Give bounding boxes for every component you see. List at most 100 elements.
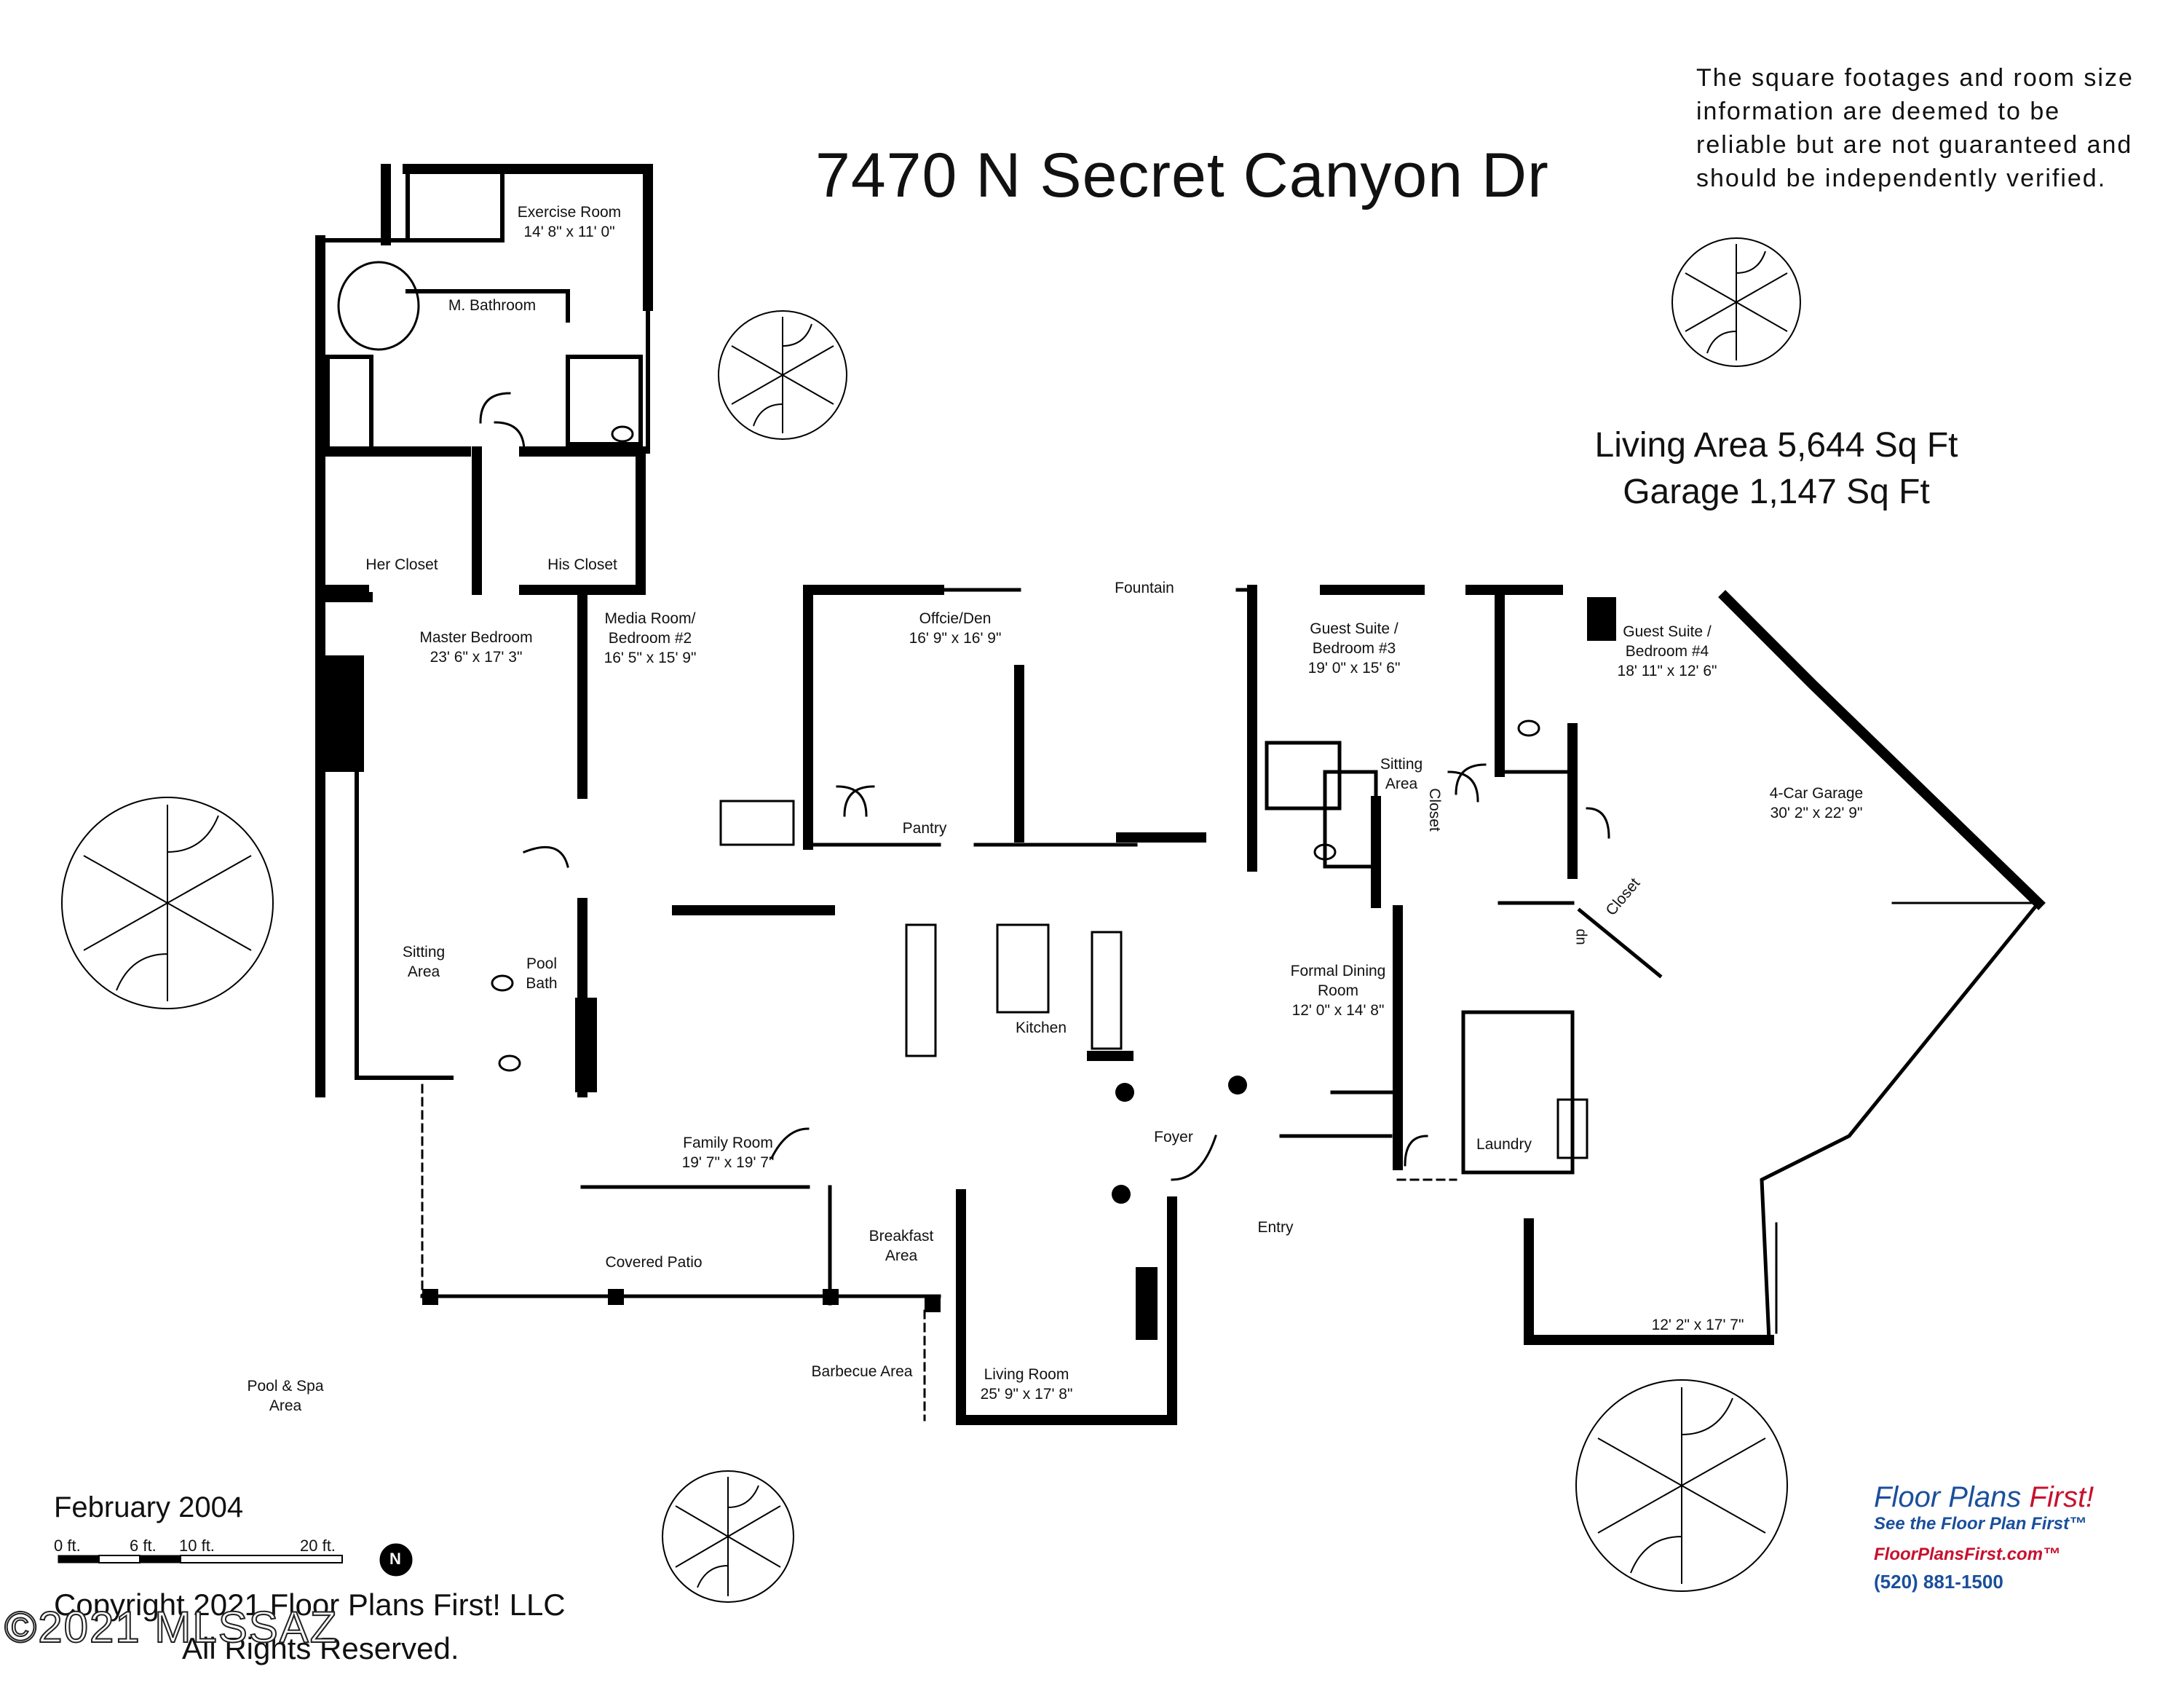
scale-bar	[58, 1543, 413, 1577]
room-label-line: 25' 9" x 17' 8"	[980, 1386, 1073, 1403]
brand-phone: (520) 881-1500	[1874, 1571, 2003, 1593]
room-label-line: Bath	[526, 975, 558, 992]
stairs-up-label: up	[1572, 928, 1588, 945]
room-label-line: Fountain	[1115, 580, 1174, 596]
copyright-line-2: All Rights Reserved.	[182, 1631, 459, 1665]
room-label-guest4: Guest Suite / Bedroom #4 18' 11" x 12' 6"	[1618, 622, 1717, 681]
room-label-exercise: Exercise Room 14' 8" x 11' 0"	[518, 202, 621, 242]
north-arrow-icon: N	[389, 1550, 401, 1568]
room-label-line: Exercise Room	[517, 204, 622, 221]
plan-date: February 2004	[54, 1491, 244, 1523]
brand-url: FloorPlansFirst.com™	[1874, 1545, 2061, 1564]
room-label-line: Pantry	[902, 820, 947, 837]
room-label-line: 18' 11" x 12' 6"	[1617, 663, 1717, 679]
room-label-patio: Covered Patio	[605, 1253, 702, 1272]
copyright-line-1: Copyright 2021 Floor Plans First! LLC	[54, 1588, 566, 1622]
room-label-hiscloset: His Closet	[547, 555, 617, 575]
room-label-line: Sitting	[402, 944, 446, 961]
room-label-line: Pool	[526, 955, 558, 972]
thin-walls	[318, 167, 650, 1080]
room-label-laundry: Laundry	[1476, 1135, 1532, 1154]
room-label-fountain: Fountain	[1115, 578, 1174, 598]
room-label-line: 16' 9" x 16' 9"	[909, 630, 1002, 647]
room-label-line: Barbecue Area	[811, 1363, 913, 1380]
room-label-line: Bedroom #3	[1312, 640, 1396, 657]
dashed-lines	[421, 1084, 1457, 1421]
room-label-line: Breakfast	[869, 1228, 934, 1245]
page-title: 7470 N Secret Canyon Dr	[815, 141, 1549, 210]
room-label-line: Pool & Spa	[247, 1378, 324, 1395]
garage-area: Garage 1,147 Sq Ft	[1623, 473, 1930, 511]
brand-tagline: See the Floor Plan First™	[1874, 1514, 2087, 1534]
room-label-line: Covered Patio	[605, 1254, 703, 1271]
room-label-pantry: Pantry	[903, 819, 947, 838]
disclaimer: The square footages and room size inform…	[1696, 64, 2134, 192]
room-label-line: Room	[1317, 982, 1359, 999]
room-label-line: Foyer	[1154, 1129, 1193, 1145]
room-label-foyer: Foyer	[1154, 1127, 1193, 1147]
room-label-line: Living Room	[984, 1366, 1069, 1383]
room-label-garage2: 12' 2" x 17' 7"	[1652, 1315, 1744, 1335]
room-label-line: Entry	[1257, 1219, 1294, 1236]
room-label-line: Family Room	[683, 1135, 773, 1151]
room-label-line: 19' 7" x 19' 7"	[681, 1154, 775, 1171]
room-label-line: Offcie/Den	[919, 610, 992, 627]
room-label-line: Area	[885, 1247, 918, 1264]
room-label-line: 12' 0" x 14' 8"	[1291, 1002, 1385, 1019]
room-label-guest3: Guest Suite / Bedroom #3 19' 0" x 15' 6"	[1308, 619, 1401, 678]
living-area: Living Area 5,644 Sq Ft	[1594, 426, 1958, 465]
room-label-office: Offcie/Den 16' 9" x 16' 9"	[909, 609, 1002, 648]
copyright: Copyright 2021 Floor Plans First! LLC Al…	[54, 1583, 566, 1671]
room-label-line: M. Bathroom	[448, 297, 537, 314]
room-label-line: His Closet	[547, 556, 617, 573]
closet-left-label: Closet	[1425, 788, 1443, 832]
room-label-line: 12' 2" x 17' 7"	[1651, 1317, 1744, 1333]
room-label-line: Formal Dining	[1290, 963, 1386, 979]
room-label-line: Sitting	[1380, 756, 1423, 773]
main-walls	[315, 585, 2046, 1425]
room-label-line: Area	[269, 1397, 302, 1414]
doors	[479, 392, 1610, 1181]
mls-watermark: ©2021 MLSSAZ	[4, 1602, 339, 1652]
brand-accent: First!	[2029, 1481, 2094, 1513]
room-label-line: Bedroom #2	[608, 630, 692, 647]
room-label-line: Guest Suite /	[1623, 623, 1712, 640]
room-label-line: Laundry	[1476, 1136, 1532, 1153]
scale-20: 20 ft.	[300, 1537, 336, 1555]
brand-name: Floor Plans	[1874, 1481, 2030, 1513]
room-label-line: 16' 5" x 15' 9"	[604, 650, 697, 666]
room-label-family: Family Room 19' 7" x 19' 7"	[682, 1133, 775, 1172]
room-label-living: Living Room 25' 9" x 17' 8"	[981, 1365, 1073, 1404]
scale-10: 10 ft.	[179, 1537, 215, 1555]
room-label-mbath: M. Bathroom	[448, 296, 536, 315]
room-label-line: Bedroom #4	[1625, 643, 1709, 660]
windows	[1775, 901, 2041, 1334]
room-label-line: Master Bedroom	[419, 629, 533, 646]
room-label-barbecue: Barbecue Area	[812, 1362, 913, 1381]
room-label-line: Area	[1385, 776, 1418, 792]
room-label-media: Media Room/Bedroom #2 16' 5" x 15' 9"	[604, 609, 697, 668]
room-label-line: 23' 6" x 17' 3"	[430, 649, 523, 666]
room-label-line: Kitchen	[1015, 1019, 1067, 1036]
room-label-line: 19' 0" x 15' 6"	[1307, 660, 1401, 677]
room-label-entry: Entry	[1257, 1218, 1293, 1237]
room-label-kitchen: Kitchen	[1016, 1018, 1067, 1038]
room-label-line: 14' 8" x 11' 0"	[523, 224, 615, 240]
room-label-master: Master Bedroom 23' 6" x 17' 3"	[419, 628, 532, 667]
scale-0: 0 ft.	[54, 1537, 81, 1555]
room-label-hercloset: Her Closet	[365, 555, 438, 575]
room-label-garage: 4-Car Garage 30' 2" x 22' 9"	[1770, 784, 1863, 823]
room-label-line: 4-Car Garage	[1769, 785, 1864, 802]
room-label-line: 30' 2" x 22' 9"	[1770, 805, 1863, 821]
room-label-line: Guest Suite /	[1310, 620, 1398, 637]
room-label-line: Media Room/	[604, 610, 696, 627]
room-label-line: Her Closet	[365, 556, 438, 573]
room-label-line: Area	[407, 963, 440, 980]
